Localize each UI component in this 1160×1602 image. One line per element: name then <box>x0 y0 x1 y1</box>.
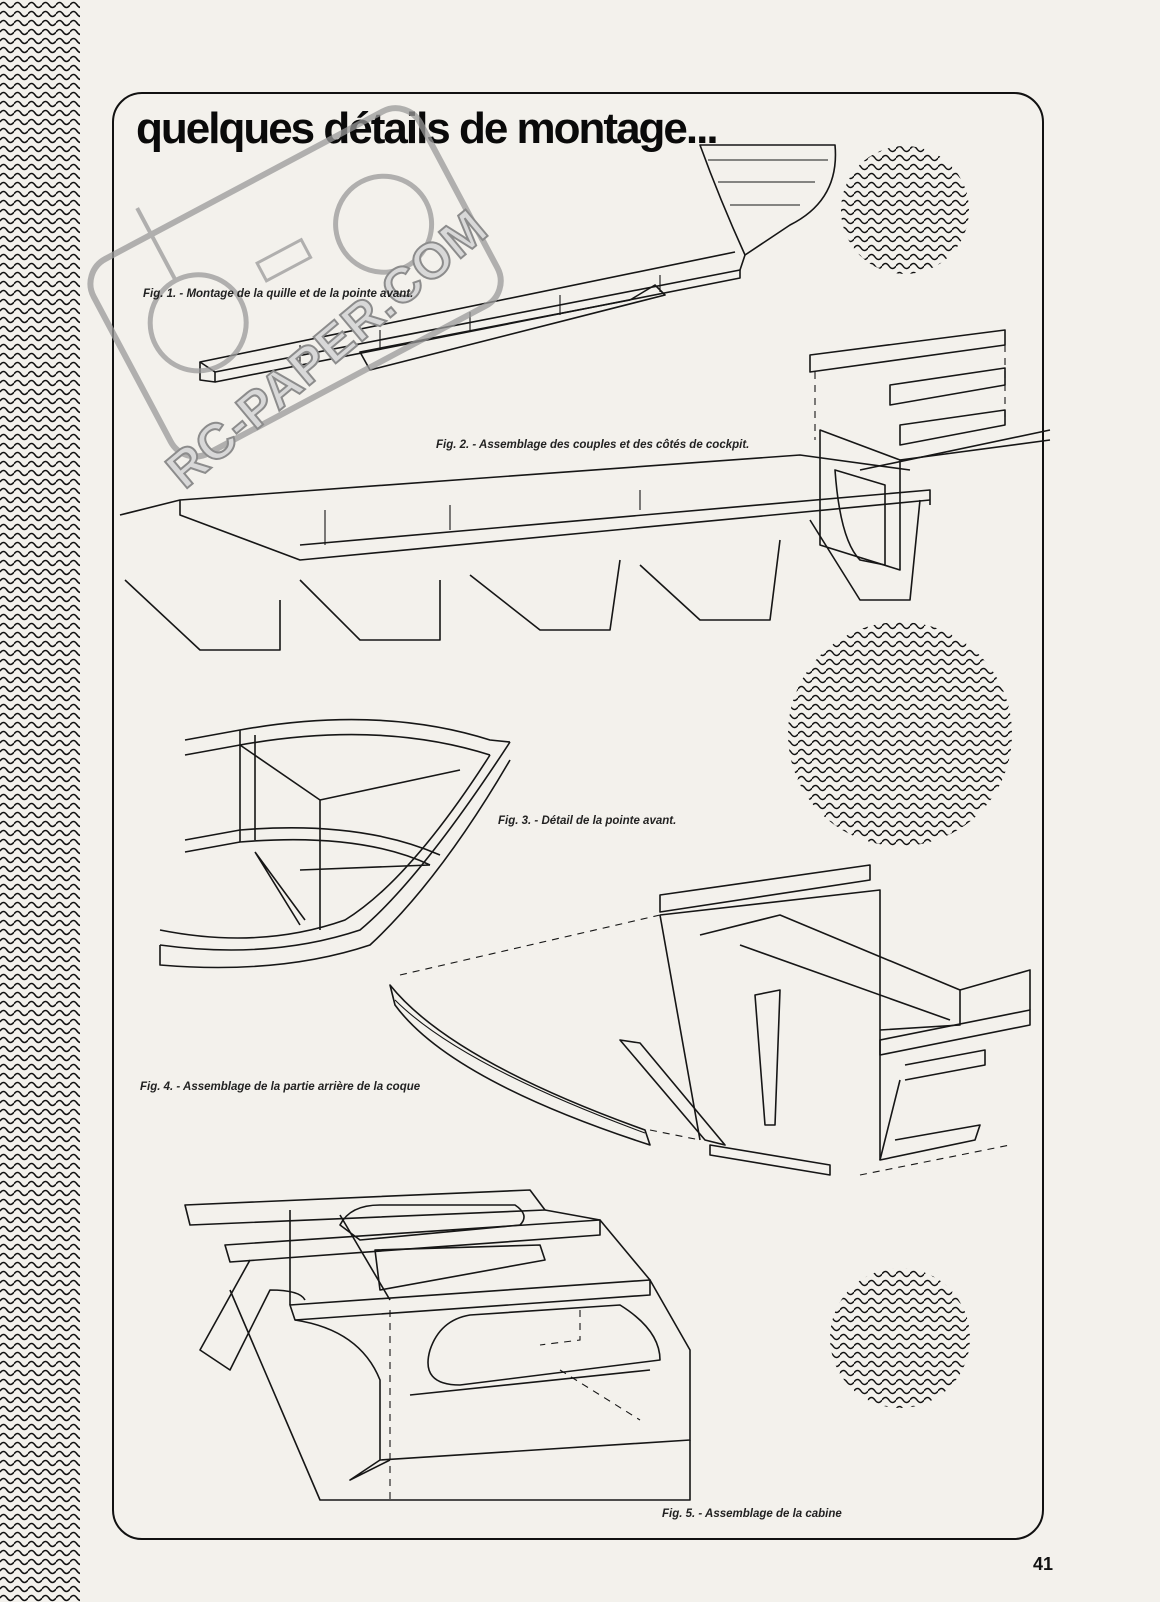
wave-circle-2 <box>788 622 1012 846</box>
caption-fig2: Fig. 2. - Assemblage des couples et des … <box>436 439 750 451</box>
page-number: 41 <box>1033 1554 1054 1574</box>
wave-circle-3 <box>830 1268 970 1408</box>
page-title: quelques détails de montage... <box>136 104 719 153</box>
caption-fig4: Fig. 4. - Assemblage de la partie arrièr… <box>140 1081 421 1093</box>
caption-fig3: Fig. 3. - Détail de la pointe avant. <box>498 815 677 827</box>
caption-fig5: Fig. 5. - Assemblage de la cabine <box>662 1508 842 1520</box>
caption-fig1: Fig. 1. - Montage de la quille et de la … <box>143 288 414 300</box>
wave-circle-1 <box>841 146 969 274</box>
wave-pattern-strip <box>0 0 80 1602</box>
page-frame <box>112 92 1044 1540</box>
